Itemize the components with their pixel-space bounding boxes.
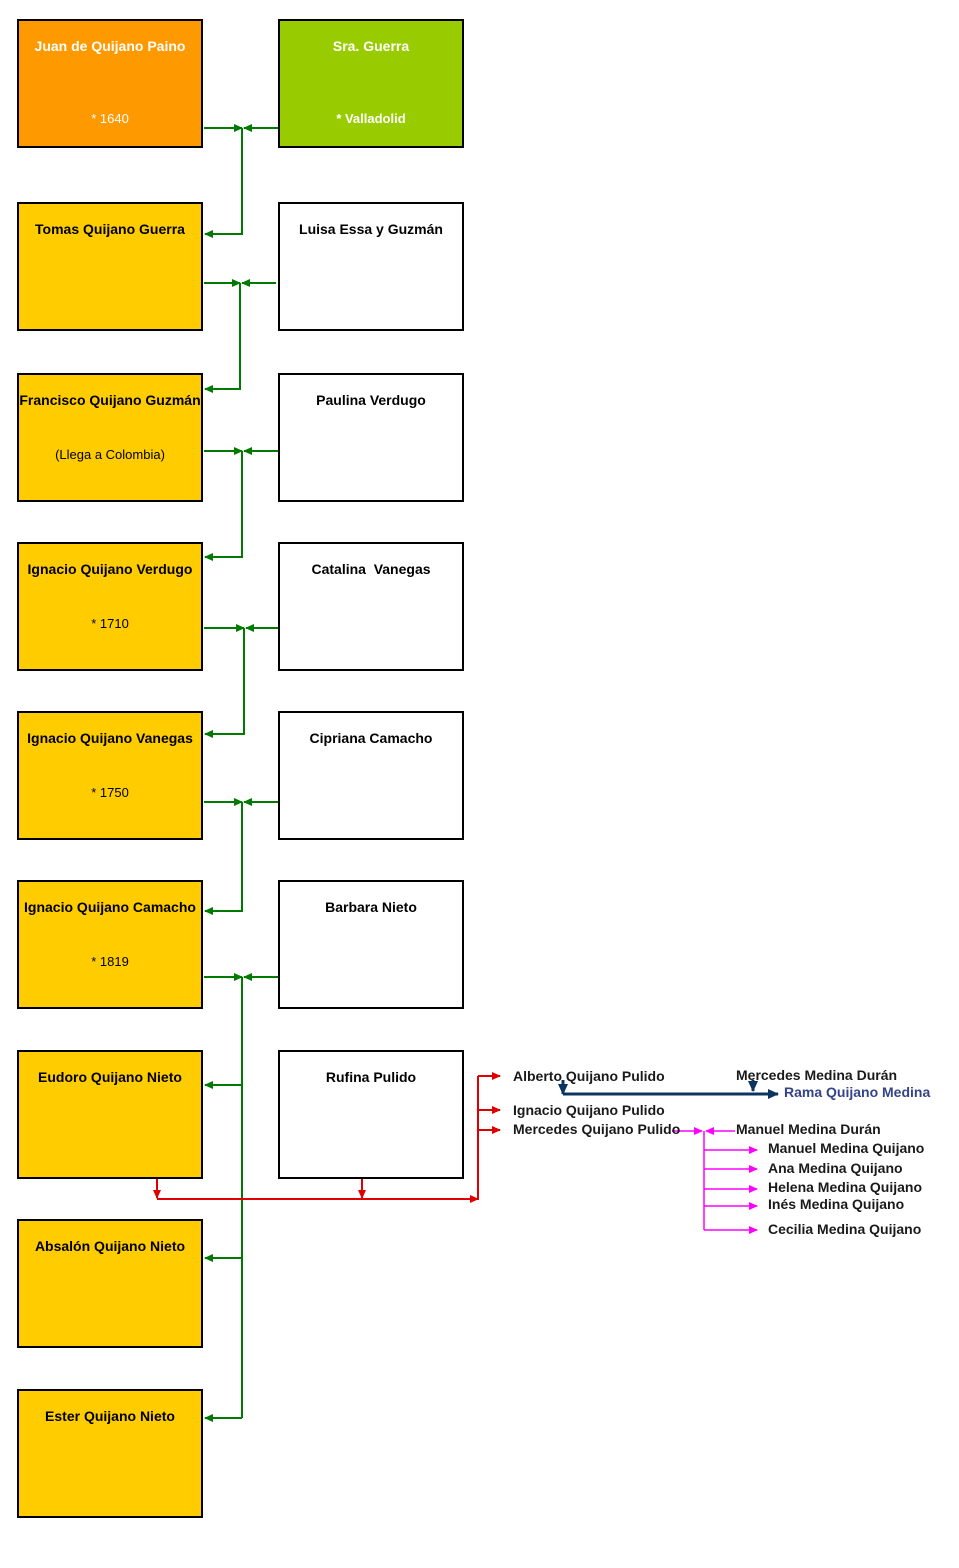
person-rufina-pulido: Rufina Pulido	[278, 1050, 464, 1179]
couple-line-3	[204, 447, 278, 561]
person-birth-year: * 1750	[91, 785, 129, 800]
person-manuel-medina-duran: Manuel Medina Durán	[736, 1121, 881, 1137]
person-catalina-vanegas: Catalina Vanegas	[278, 542, 464, 671]
rama-lines	[558, 1080, 779, 1099]
person-ignacio-quijano-camacho: Ignacio Quijano Camacho * 1819	[17, 880, 203, 1009]
couple-line-6	[204, 973, 278, 1422]
medina-lines	[672, 1127, 758, 1234]
person-name: Cipriana Camacho	[309, 730, 433, 746]
person-ignacio-quijano-verdugo: Ignacio Quijano Verdugo * 1710	[17, 542, 203, 671]
person-juan-de-quijano-paino: Juan de Quijano Paino * 1640	[17, 19, 203, 148]
person-note: (Llega a Colombia)	[55, 447, 165, 462]
person-francisco-quijano-guzman: Francisco Quijano Guzmán (Llega a Colomb…	[17, 373, 203, 502]
person-tomas-quijano-guerra: Tomas Quijano Guerra	[17, 202, 203, 331]
person-name: Rufina Pulido	[325, 1069, 417, 1085]
person-ana-medina-quijano: Ana Medina Quijano	[768, 1160, 903, 1176]
person-mercedes-medina-duran: Mercedes Medina Durán	[736, 1067, 898, 1083]
person-absalon-quijano-nieto: Absalón Quijano Nieto	[17, 1219, 203, 1348]
person-name: Sra. Guerra	[332, 38, 410, 54]
person-origin: * Valladolid	[336, 111, 406, 126]
person-cipriana-camacho: Cipriana Camacho	[278, 711, 464, 840]
person-birth-year: * 1819	[91, 954, 129, 969]
person-barbara-nieto: Barbara Nieto	[278, 880, 464, 1009]
person-ignacio-quijano-pulido: Ignacio Quijano Pulido	[513, 1102, 665, 1118]
couple-line-5	[204, 798, 278, 915]
person-name: Ignacio Quijano Camacho	[24, 899, 196, 915]
person-name: Ignacio Quijano Vanegas	[27, 730, 193, 746]
couple-line-2	[204, 279, 276, 393]
couple-line-4	[204, 624, 278, 738]
person-name: Francisco Quijano Guzmán	[19, 392, 201, 408]
person-name: Luisa Essa y Guzmán	[299, 221, 443, 237]
person-name: Eudoro Quijano Nieto	[38, 1069, 182, 1085]
person-name: Juan de Quijano Paino	[34, 38, 186, 54]
person-birth-year: * 1640	[91, 111, 129, 126]
person-ester-quijano-nieto: Ester Quijano Nieto	[17, 1389, 203, 1518]
person-cecilia-medina-quijano: Cecilia Medina Quijano	[768, 1221, 922, 1237]
person-ignacio-quijano-vanegas: Ignacio Quijano Vanegas * 1750	[17, 711, 203, 840]
person-name: Paulina Verdugo	[316, 392, 426, 408]
person-manuel-medina-quijano: Manuel Medina Quijano	[768, 1140, 925, 1156]
person-luisa-essa-y-guzman: Luisa Essa y Guzmán	[278, 202, 464, 331]
person-alberto-quijano-pulido: Alberto Quijano Pulido	[513, 1068, 665, 1084]
pulido-lines	[153, 1072, 501, 1203]
person-ines-medina-quijano: Inés Medina Quijano	[768, 1196, 905, 1212]
person-helena-medina-quijano: Helena Medina Quijano	[768, 1179, 923, 1195]
person-birth-year: * 1710	[91, 616, 129, 631]
person-name: Absalón Quijano Nieto	[34, 1238, 186, 1254]
person-mercedes-quijano-pulido: Mercedes Quijano Pulido	[513, 1121, 681, 1137]
person-paulina-verdugo: Paulina Verdugo	[278, 373, 464, 502]
person-sra-guerra: Sra. Guerra * Valladolid	[278, 19, 464, 148]
person-name: Barbara Nieto	[325, 899, 417, 915]
person-name: Ignacio Quijano Verdugo	[27, 561, 193, 577]
couple-line-1	[204, 124, 278, 238]
person-name: Ester Quijano Nieto	[45, 1408, 175, 1424]
branch-rama-quijano-medina: Rama Quijano Medina	[784, 1084, 931, 1100]
person-name: Catalina Vanegas	[311, 561, 431, 577]
person-eudoro-quijano-nieto: Eudoro Quijano Nieto	[17, 1050, 203, 1179]
person-name: Tomas Quijano Guerra	[35, 221, 185, 237]
